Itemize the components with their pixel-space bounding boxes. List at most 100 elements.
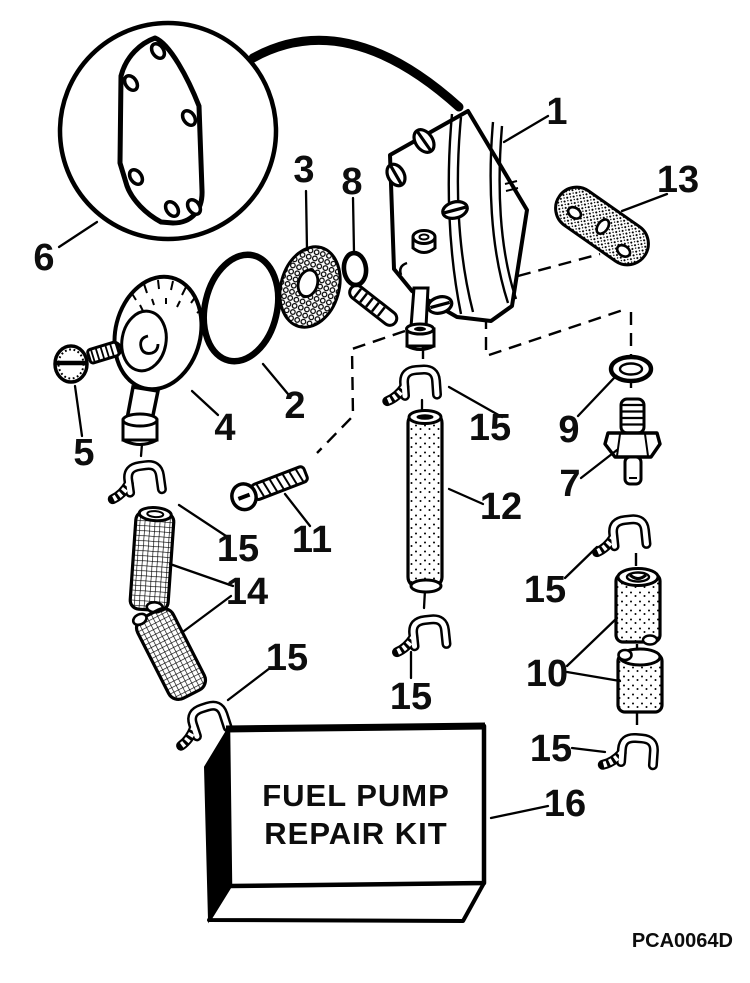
screw-slot [429, 300, 451, 310]
tube-body [406, 411, 444, 589]
part-number: 10 [526, 653, 568, 695]
stud-threads [621, 403, 644, 426]
hose-upper [128, 506, 176, 614]
boss-hole [418, 233, 430, 241]
box-top-edge [225, 722, 486, 733]
hose-clip [172, 703, 229, 746]
cap-bottom [406, 344, 435, 351]
callout-12: 12 [447, 486, 522, 528]
ridge-line [489, 121, 510, 304]
kit-box-title-line2: REPAIR KIT [264, 816, 447, 851]
leader-line [177, 503, 231, 540]
leader-line [57, 220, 99, 249]
pump-screw-head [412, 128, 436, 154]
gasket-hole [566, 205, 583, 220]
mounting-screw [230, 465, 309, 512]
valve-cylinders [614, 567, 664, 714]
cylinder-lower [616, 647, 664, 714]
callout-3: 3 [293, 149, 315, 252]
repair-kit-box: FUEL PUMP REPAIR KIT [203, 722, 487, 924]
leader-line [576, 375, 617, 418]
part-number: 15 [469, 407, 511, 449]
bolt-hole [180, 108, 198, 128]
leader-line [182, 594, 233, 633]
filter-embossing-ticks [130, 279, 204, 314]
callouts: 1 2 3 4 5 6 7 8 [33, 91, 699, 825]
cylinder-upper [614, 567, 662, 646]
hose-clip [394, 618, 447, 652]
hex-facets [616, 433, 649, 457]
leader-line [489, 804, 550, 820]
pump-inlet-barb [348, 283, 399, 327]
leader-line [579, 448, 619, 480]
filter-spout-collar [121, 412, 159, 446]
leader-line [563, 545, 599, 580]
leader-line [261, 362, 290, 396]
part-number: 6 [33, 237, 54, 279]
part-number: 5 [73, 432, 94, 474]
part-number: 16 [544, 783, 586, 825]
o-ring-large [200, 251, 282, 365]
leader-line [168, 562, 235, 588]
callout-16: 16 [489, 783, 586, 825]
bolt-hole [127, 167, 145, 187]
leader-line [620, 192, 669, 213]
oring-outer [608, 354, 654, 384]
part-number: 15 [217, 528, 259, 570]
leader-line [283, 492, 312, 528]
callout-15-pump: 15 [447, 385, 511, 449]
oring-inner [618, 362, 644, 376]
leader-line [73, 384, 84, 438]
pump-screw-head [441, 200, 469, 220]
part-number: 1 [546, 91, 567, 133]
kit-box-title-line1: FUEL PUMP [262, 778, 450, 813]
callout-7: 7 [559, 448, 619, 505]
hose-clip [603, 736, 655, 768]
gasket-hole [595, 218, 611, 236]
part-number: 15 [530, 728, 572, 770]
o-ring-small [341, 250, 369, 288]
callout-8: 8 [341, 161, 363, 254]
callout-11: 11 [283, 492, 332, 561]
hose-body [128, 509, 176, 613]
leader-line [565, 616, 619, 668]
o-ring-fitting [608, 354, 654, 384]
pump-small-hole [399, 261, 408, 276]
stamp-mark [504, 180, 519, 192]
barb-fitting [603, 397, 662, 486]
part-number: 4 [214, 407, 235, 449]
dash-barb-axis [316, 329, 406, 454]
callout-15-tube: 15 [390, 650, 432, 718]
part-number: 12 [480, 486, 522, 528]
screw-slot [389, 165, 403, 185]
callout-15-hose: 15 [226, 637, 308, 702]
bolt-hole [122, 73, 140, 93]
callout-15-cylinders-top: 15 [524, 545, 599, 611]
leader-line [502, 114, 550, 144]
gasket-hole [615, 243, 632, 258]
shank-tip [115, 341, 123, 355]
part-number: 15 [266, 637, 308, 679]
fuel-tube [406, 409, 444, 594]
part-number: 3 [293, 149, 314, 191]
callout-13: 13 [620, 159, 699, 213]
disc-hole [296, 268, 320, 298]
cylinder-top-arc [629, 573, 647, 580]
hose-body [134, 607, 208, 701]
part-number: 14 [226, 571, 268, 613]
cap-slot [414, 326, 426, 332]
hose-clip [109, 463, 163, 499]
part-number: 7 [559, 463, 580, 505]
box-bottom-face [207, 881, 486, 923]
hose-opening [137, 506, 173, 523]
leader-line [565, 670, 622, 683]
mounting-gasket [554, 185, 650, 267]
callout-5: 5 [73, 384, 95, 474]
bolt-hole [149, 41, 167, 61]
tube-bottom-end [409, 578, 443, 594]
hose-end-nub [131, 612, 148, 627]
callout-1: 1 [502, 91, 568, 144]
shank-threads [89, 343, 115, 363]
